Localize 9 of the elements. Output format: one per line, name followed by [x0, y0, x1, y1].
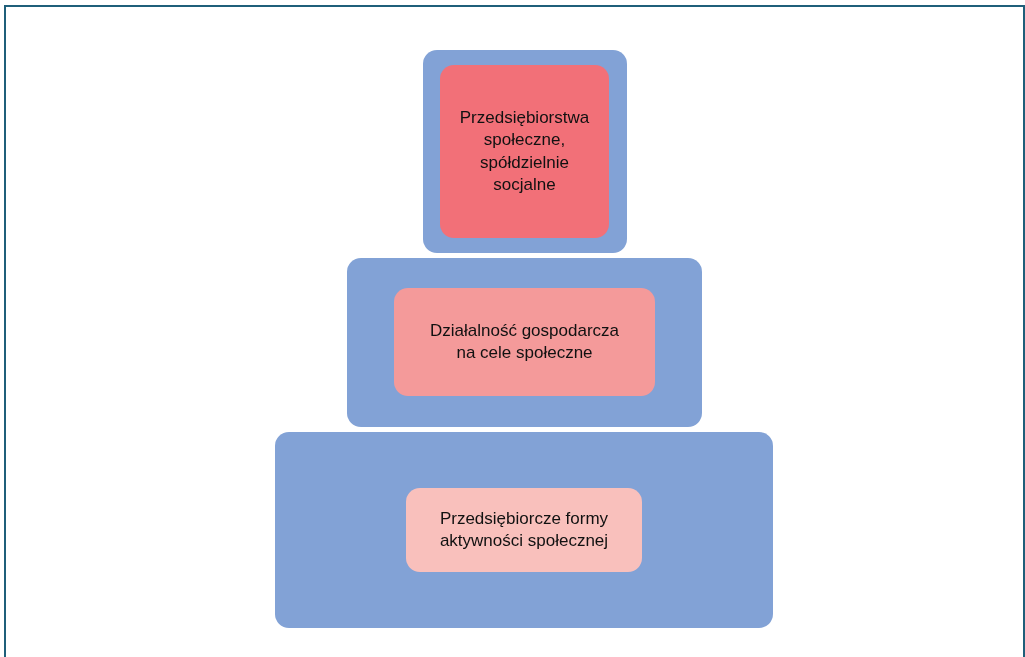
tier-label-box: [394, 288, 655, 396]
tier-label-box: [440, 65, 609, 238]
tier-label: Przedsiębiorstwa społeczne, spółdzielnie socjalne: [458, 107, 591, 196]
tier-box: [423, 50, 627, 253]
tier-label-box: [406, 488, 642, 572]
tier-label: Działalność gospodarcza na cele społeczne: [429, 319, 620, 364]
tier-box: [275, 432, 773, 628]
tier-label: Przedsiębiorcze formy aktywności społecznej: [438, 507, 610, 552]
tier-box: [347, 258, 702, 427]
